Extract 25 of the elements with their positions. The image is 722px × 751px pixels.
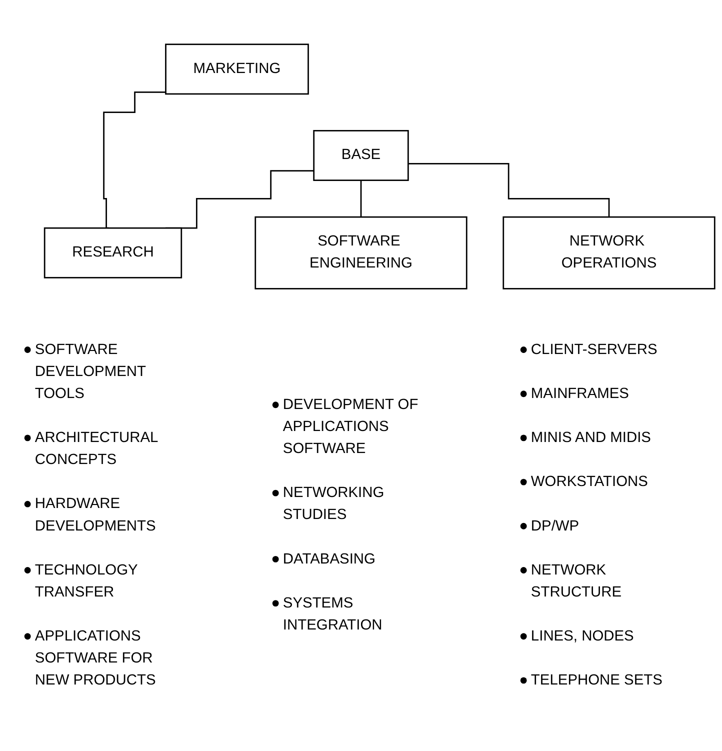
connector <box>360 180 362 218</box>
node-label: DEVELOPMENT OF APPLICATIONS SOFTWARE <box>282 398 418 458</box>
node-label: LINES, NODES <box>530 629 634 645</box>
node-label: NETWORKING STUDIES <box>282 486 384 524</box>
connector <box>408 163 610 218</box>
node-label: HARDWARE DEVELOPMENTS <box>34 496 156 534</box>
node-label: WORKSTATIONS <box>530 474 648 490</box>
node-box: RESEARCH <box>44 228 182 279</box>
node-label: SYSTEMS INTEGRATION <box>282 596 382 634</box>
node-label: CLIENT-SERVERS <box>530 342 658 358</box>
node-label: MAINFRAMES <box>530 386 629 402</box>
node-label: SOFTWARE DEVELOPMENT TOOLS <box>34 342 146 402</box>
node-label: ARCHITECTURAL CONCEPTS <box>34 430 158 468</box>
node-label: APPLICATIONS SOFTWARE FOR NEW PRODUCTS <box>34 629 156 689</box>
node-label: DP/WP <box>530 518 580 534</box>
node-label: TECHNOLOGY TRANSFER <box>34 562 138 601</box>
node-box: NETWORK OPERATIONS <box>502 216 716 290</box>
node-label: TELEPHONE SETS <box>530 673 662 689</box>
node-box: BASE <box>313 130 409 182</box>
connector <box>103 92 166 230</box>
node-box: MARKETING <box>165 44 309 96</box>
node-label: NETWORK STRUCTURE <box>530 562 622 601</box>
node-label: DATABASING <box>282 552 376 568</box>
node-label: MINIS AND MIDIS <box>530 430 651 446</box>
node-box: SOFTWARE ENGINEERING <box>254 216 468 290</box>
